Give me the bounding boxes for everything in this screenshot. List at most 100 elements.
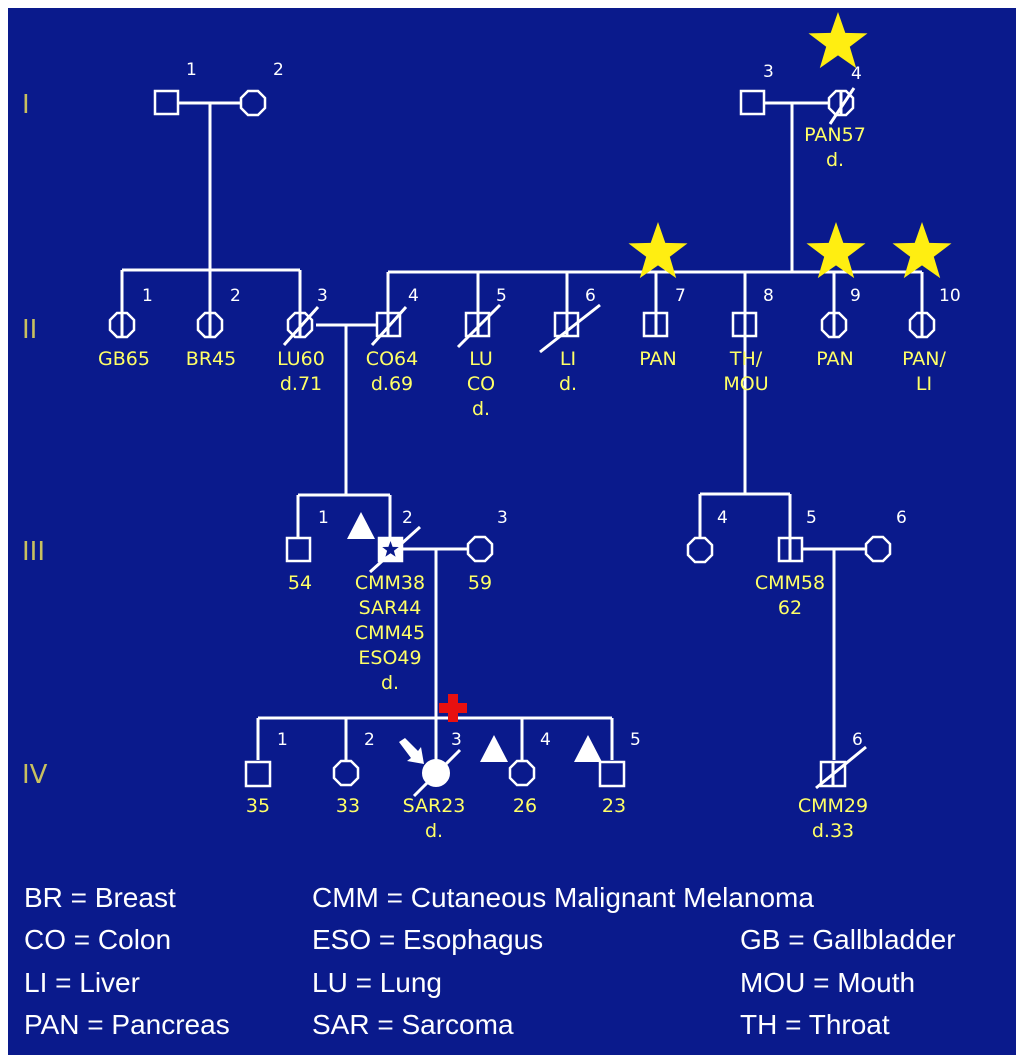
female-symbol-IV3 bbox=[422, 759, 450, 787]
label-IV2-line1: 33 bbox=[336, 795, 360, 817]
legend-sarcoma: SAR = Sarcoma bbox=[312, 1009, 514, 1040]
triangle-marker-IV5 bbox=[574, 735, 602, 762]
male-symbol-III1 bbox=[285, 536, 312, 563]
num-I1: 1 bbox=[186, 60, 197, 80]
female-symbol-II9 bbox=[820, 311, 848, 339]
label-I4-line1: PAN57 bbox=[804, 124, 866, 146]
label-II6-line1: LI bbox=[560, 348, 576, 370]
female-symbol-IV4 bbox=[508, 759, 536, 787]
label-II5-line2: CO bbox=[467, 373, 495, 395]
label-III5-line1: CMM58 bbox=[755, 572, 825, 594]
num-IV5: 5 bbox=[630, 730, 641, 750]
star-marker-II10 bbox=[892, 222, 952, 279]
num-II6: 6 bbox=[585, 286, 596, 306]
female-symbol-III4 bbox=[686, 536, 714, 564]
proband-arrow-icon bbox=[399, 738, 424, 764]
legend-esophagus: ESO = Esophagus bbox=[312, 924, 543, 955]
label-I4-line2: d. bbox=[826, 149, 844, 171]
label-II6-line2: d. bbox=[559, 373, 577, 395]
num-III2: 2 bbox=[402, 508, 413, 528]
label-IV3-line2: d. bbox=[425, 820, 443, 842]
generation-label-III: III bbox=[22, 537, 45, 567]
female-symbol-I2 bbox=[239, 89, 267, 117]
label-III5-line2: 62 bbox=[778, 597, 802, 619]
label-III3-line1: 59 bbox=[468, 572, 492, 594]
female-symbol-II2 bbox=[196, 311, 224, 339]
generation-label-II: II bbox=[22, 315, 37, 345]
legend-pancreas: PAN = Pancreas bbox=[24, 1009, 230, 1040]
label-II7-line1: PAN bbox=[639, 348, 676, 370]
individual-labels: PAN57 d. GB65 BR45 LU60 d.71 CO64 d.69 L… bbox=[98, 124, 946, 842]
label-III1-line1: 54 bbox=[288, 572, 312, 594]
female-symbol-III6 bbox=[864, 535, 892, 563]
triangle-marker-IV4 bbox=[480, 735, 508, 762]
legend-colon: CO = Colon bbox=[24, 924, 171, 955]
num-IV4: 4 bbox=[540, 730, 551, 750]
legend-cmm: CMM = Cutaneous Malignant Melanoma bbox=[312, 882, 814, 913]
num-II4: 4 bbox=[408, 286, 419, 306]
label-IV3-line1: SAR23 bbox=[403, 795, 466, 817]
label-II10-line2: LI bbox=[916, 373, 932, 395]
generation-label-I: I bbox=[22, 90, 30, 120]
legend-breast: BR = Breast bbox=[24, 882, 176, 913]
label-II8-line1: TH/ bbox=[729, 348, 763, 370]
label-IV5-line1: 23 bbox=[602, 795, 626, 817]
legend-gallbladder: GB = Gallbladder bbox=[740, 924, 956, 955]
num-II1: 1 bbox=[142, 286, 153, 306]
num-I2: 2 bbox=[273, 60, 284, 80]
label-II10-line1: PAN/ bbox=[902, 348, 946, 370]
num-II5: 5 bbox=[496, 286, 507, 306]
label-III2-line4: ESO49 bbox=[358, 647, 421, 669]
num-IV1: 1 bbox=[277, 730, 288, 750]
num-III3: 3 bbox=[497, 508, 508, 528]
num-IV2: 2 bbox=[364, 730, 375, 750]
individual-numbers: 1 2 3 4 1 2 3 4 5 6 7 8 9 10 1 2 3 4 5 6… bbox=[142, 60, 961, 750]
male-symbol-IV1 bbox=[244, 760, 272, 788]
num-III6: 6 bbox=[896, 508, 907, 528]
num-II10: 10 bbox=[939, 286, 961, 306]
triangle-marker-III2 bbox=[347, 512, 375, 539]
num-III1: 1 bbox=[318, 508, 329, 528]
num-II7: 7 bbox=[675, 286, 686, 306]
legend-mouth: MOU = Mouth bbox=[740, 967, 915, 998]
abbreviation-legend: BR = Breast CMM = Cutaneous Malignant Me… bbox=[24, 882, 956, 1040]
label-IV1-line1: 35 bbox=[246, 795, 270, 817]
label-IV4-line1: 26 bbox=[513, 795, 537, 817]
label-II2-line1: BR45 bbox=[186, 348, 236, 370]
chart-background bbox=[8, 8, 1016, 1055]
label-III2-line5: d. bbox=[381, 672, 399, 694]
legend-lung: LU = Lung bbox=[312, 967, 442, 998]
pedigree-markers bbox=[347, 12, 952, 764]
label-III2-line2: SAR44 bbox=[359, 597, 422, 619]
num-I3: 3 bbox=[763, 62, 774, 82]
label-IV6-line2: d.33 bbox=[812, 820, 854, 842]
num-II3: 3 bbox=[317, 286, 328, 306]
num-II9: 9 bbox=[850, 286, 861, 306]
legend-liver: LI = Liver bbox=[24, 967, 140, 998]
num-II8: 8 bbox=[763, 286, 774, 306]
label-III2-line1: CMM38 bbox=[355, 572, 425, 594]
label-III2-line3: CMM45 bbox=[355, 622, 425, 644]
num-III4: 4 bbox=[717, 508, 728, 528]
label-II5-line3: d. bbox=[472, 398, 490, 420]
star-marker-II7 bbox=[628, 222, 688, 279]
num-IV6: 6 bbox=[852, 730, 863, 750]
label-II5-line1: LU bbox=[469, 348, 493, 370]
female-symbol-IV2 bbox=[332, 759, 360, 787]
female-symbol-I4 bbox=[827, 89, 855, 117]
female-symbol-II10 bbox=[908, 311, 936, 339]
num-II2: 2 bbox=[230, 286, 241, 306]
male-symbol-I3 bbox=[739, 89, 766, 116]
pedigree-symbols bbox=[108, 89, 936, 788]
legend-throat: TH = Throat bbox=[740, 1009, 890, 1040]
female-symbol-II1 bbox=[108, 311, 136, 339]
label-II4-line2: d.69 bbox=[371, 373, 413, 395]
label-II3-line1: LU60 bbox=[277, 348, 325, 370]
star-marker-II9 bbox=[806, 222, 866, 279]
female-symbol-III3 bbox=[466, 535, 494, 563]
label-II4-line1: CO64 bbox=[366, 348, 418, 370]
star-marker-III2 bbox=[382, 541, 399, 557]
label-II3-line2: d.71 bbox=[280, 373, 322, 395]
female-symbol-II3 bbox=[286, 311, 314, 339]
